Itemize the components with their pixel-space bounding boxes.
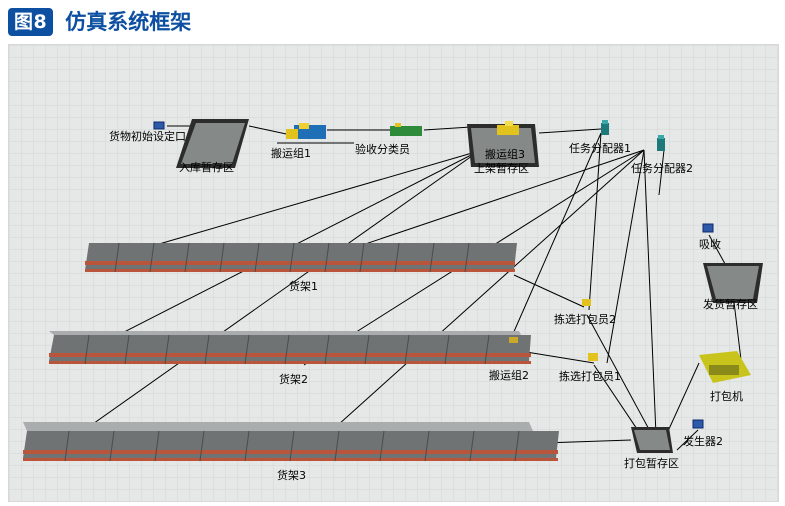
label-source1: 货物初始设定口 [109, 129, 186, 143]
label-dispatcher2: 任务分配器2 [631, 162, 693, 175]
label-transporter2: 搬运组2 [489, 368, 529, 382]
label-dispatcher1: 任务分配器1 [569, 142, 631, 155]
sink-icon[interactable] [702, 223, 714, 233]
label-picker1: 拣选打包员1 [559, 369, 621, 383]
label-rack3: 货架3 [277, 468, 306, 482]
label-inspector: 验收分类员 [355, 142, 410, 156]
shipping-queue[interactable] [703, 263, 763, 303]
connector-lines [48, 125, 742, 461]
dispatcher-1-icon[interactable] [601, 120, 609, 135]
label-source2: 发生器2 [683, 434, 723, 448]
inspector-icon[interactable] [390, 123, 422, 136]
label-shipping-queue: 发货暂存区 [703, 297, 758, 311]
shelving-queue[interactable] [467, 124, 539, 167]
transporter-2-icon[interactable] [509, 337, 518, 343]
packing-queue[interactable] [631, 427, 673, 453]
label-packer: 打包机 [710, 389, 743, 403]
figure-badge: 图8 [8, 8, 54, 36]
transporter-3-icon[interactable] [497, 121, 519, 135]
label-sink: 吸收 [699, 237, 721, 251]
label-shelving-queue: 上架暂存区 [474, 161, 529, 175]
label-rack2: 货架2 [279, 372, 308, 386]
rack-3[interactable] [23, 422, 559, 462]
source-1-icon[interactable] [153, 121, 165, 130]
label-transporter1: 搬运组1 [271, 146, 311, 160]
packer-icon[interactable] [699, 351, 751, 383]
label-rack1: 货架1 [289, 279, 318, 293]
rack-2[interactable] [49, 331, 531, 365]
picker-1-icon[interactable] [588, 353, 598, 361]
transporter-1-icon[interactable] [286, 123, 326, 139]
label-packing-queue: 打包暂存区 [624, 456, 679, 470]
source-2-icon[interactable] [692, 419, 704, 429]
figure-title: 仿真系统框架 [65, 10, 192, 34]
figure-header: 图8 仿真系统框架 [8, 6, 191, 38]
label-picker2: 拣选打包员2 [554, 312, 616, 326]
label-inbound-queue: 入库暂存区 [179, 160, 234, 174]
rack-1[interactable] [85, 242, 517, 273]
inbound-queue[interactable] [176, 119, 249, 168]
simulation-canvas[interactable]: 货物初始设定口 入库暂存区 搬运组1 验收分类员 搬运组3 上架暂存区 任务分配… [8, 44, 779, 502]
label-transporter3: 搬运组3 [485, 147, 525, 161]
dispatcher-2-icon[interactable] [657, 135, 665, 151]
picker-2-icon[interactable] [582, 299, 591, 306]
